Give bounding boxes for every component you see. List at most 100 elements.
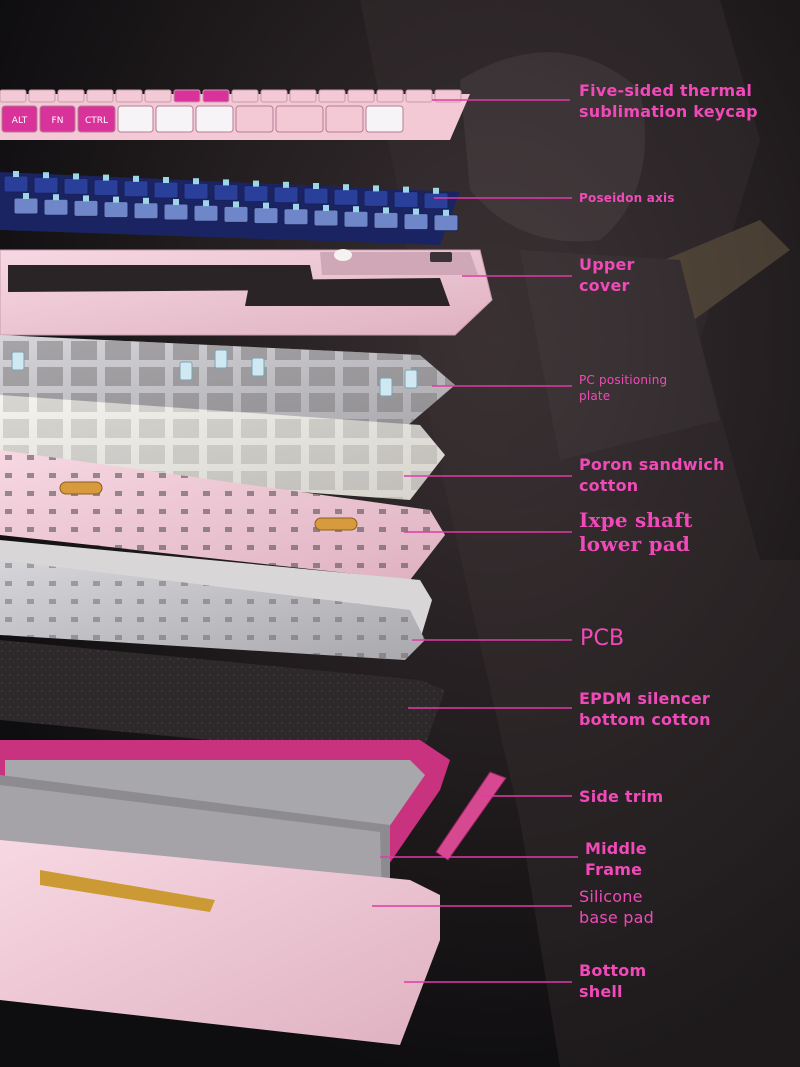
switch	[403, 213, 429, 231]
label-pcb: PCB	[580, 626, 625, 651]
switch-stem	[83, 195, 89, 202]
switch	[273, 186, 299, 204]
switch-stem	[43, 172, 49, 179]
label-pc-plate: PC positioning plate	[579, 372, 667, 404]
switch	[223, 205, 249, 223]
switch	[33, 176, 59, 194]
switch-stem	[73, 173, 79, 180]
switch-stem	[103, 174, 109, 181]
switch-stem	[233, 201, 239, 208]
label-middle-frame-line2: Frame	[585, 860, 643, 879]
switch-stem	[13, 171, 19, 177]
label-side-trim: Side trim	[579, 786, 663, 807]
switch	[123, 180, 149, 198]
pcb-layer	[0, 540, 432, 660]
keycap	[115, 89, 143, 103]
keycap	[202, 89, 230, 103]
label-pcb-line1: PCB	[580, 626, 625, 651]
stabilizer	[251, 357, 265, 377]
keycap	[0, 89, 27, 103]
switch	[193, 204, 219, 222]
label-bottom-shell-line1: Bottom	[579, 961, 647, 980]
keycap-legend: CTRL	[85, 116, 108, 126]
keycap	[365, 105, 404, 133]
switch-stem	[173, 199, 179, 205]
switch	[423, 192, 449, 210]
stabilizer	[11, 351, 25, 371]
label-axis-line1: Poseidon axis	[579, 191, 675, 205]
label-keycap-line2: sublimation keycap	[579, 102, 758, 121]
keycap	[289, 89, 317, 103]
label-silicone: Silicone base pad	[579, 886, 654, 928]
switch	[3, 175, 29, 193]
switch	[283, 208, 309, 226]
keycap	[155, 105, 194, 133]
keycap	[144, 89, 172, 103]
switch-stem	[203, 200, 209, 207]
label-upper-cover: Upper cover	[579, 254, 635, 296]
switch-stem	[343, 184, 349, 191]
keycap	[235, 105, 274, 133]
label-silicone-line2: base pad	[579, 908, 654, 927]
switch	[133, 202, 159, 220]
switch	[303, 187, 329, 205]
switch-stem	[283, 181, 289, 188]
ixpe-layer	[0, 450, 445, 580]
keycap	[318, 89, 346, 103]
switch	[373, 211, 399, 229]
stabilizer	[379, 377, 393, 397]
keycap	[117, 105, 154, 133]
switch-stem	[433, 187, 439, 194]
switch-stem	[163, 177, 169, 183]
leader-lines	[372, 99, 578, 983]
label-pc-plate-line2: plate	[579, 389, 611, 403]
epdm-layer	[0, 640, 445, 760]
label-pc-plate-line1: PC positioning	[579, 373, 668, 387]
keycap	[86, 89, 114, 103]
switch-stem	[23, 193, 29, 199]
switch	[363, 189, 389, 207]
label-ixpe-line2: lower pad	[579, 532, 691, 556]
label-upper-cover-line1: Upper	[579, 255, 635, 274]
label-epdm-line1: EPDM silencer	[579, 689, 710, 708]
label-poron-line1: Poron sandwich	[579, 455, 725, 474]
switch	[343, 210, 369, 228]
label-upper-cover-line2: cover	[579, 276, 630, 295]
switch	[183, 182, 209, 200]
switch	[213, 183, 239, 201]
keycap	[260, 89, 288, 103]
label-middle-frame: Middle Frame	[585, 838, 647, 880]
label-bottom-shell: Bottom shell	[579, 960, 646, 1002]
switch-stem	[443, 209, 449, 216]
switch	[43, 198, 69, 216]
switch-stem	[133, 175, 139, 182]
keycap	[347, 89, 375, 103]
keycap	[275, 105, 324, 133]
keycap	[1, 105, 38, 133]
label-epdm: EPDM silencer bottom cotton	[579, 688, 711, 730]
switch	[253, 207, 279, 225]
keycap	[376, 89, 404, 103]
label-side-trim-line1: Side trim	[579, 787, 664, 806]
label-epdm-line2: bottom cotton	[579, 710, 711, 729]
switch-stem	[263, 202, 269, 209]
switch-stem	[323, 205, 329, 211]
switch	[103, 201, 129, 219]
switch	[93, 179, 119, 197]
keycap-legend: ALT	[12, 116, 28, 126]
keycap	[173, 89, 201, 103]
label-keycap: Five-sided thermal sublimation keycap	[579, 80, 758, 122]
switch-stem	[373, 185, 379, 192]
keycap	[231, 89, 259, 103]
label-silicone-line1: Silicone	[579, 887, 643, 906]
switch-stem	[253, 180, 259, 187]
bottom-shell-layer	[0, 840, 440, 1045]
keycap	[325, 105, 364, 133]
label-ixpe-line1: Ixpe shaft	[579, 508, 693, 532]
label-middle-frame-line1: Middle	[585, 839, 647, 858]
label-axis: Poseidon axis	[579, 190, 675, 206]
switch-stem	[353, 206, 359, 213]
switch-stem	[313, 183, 319, 189]
keycap	[77, 105, 116, 133]
keycap	[28, 89, 56, 103]
